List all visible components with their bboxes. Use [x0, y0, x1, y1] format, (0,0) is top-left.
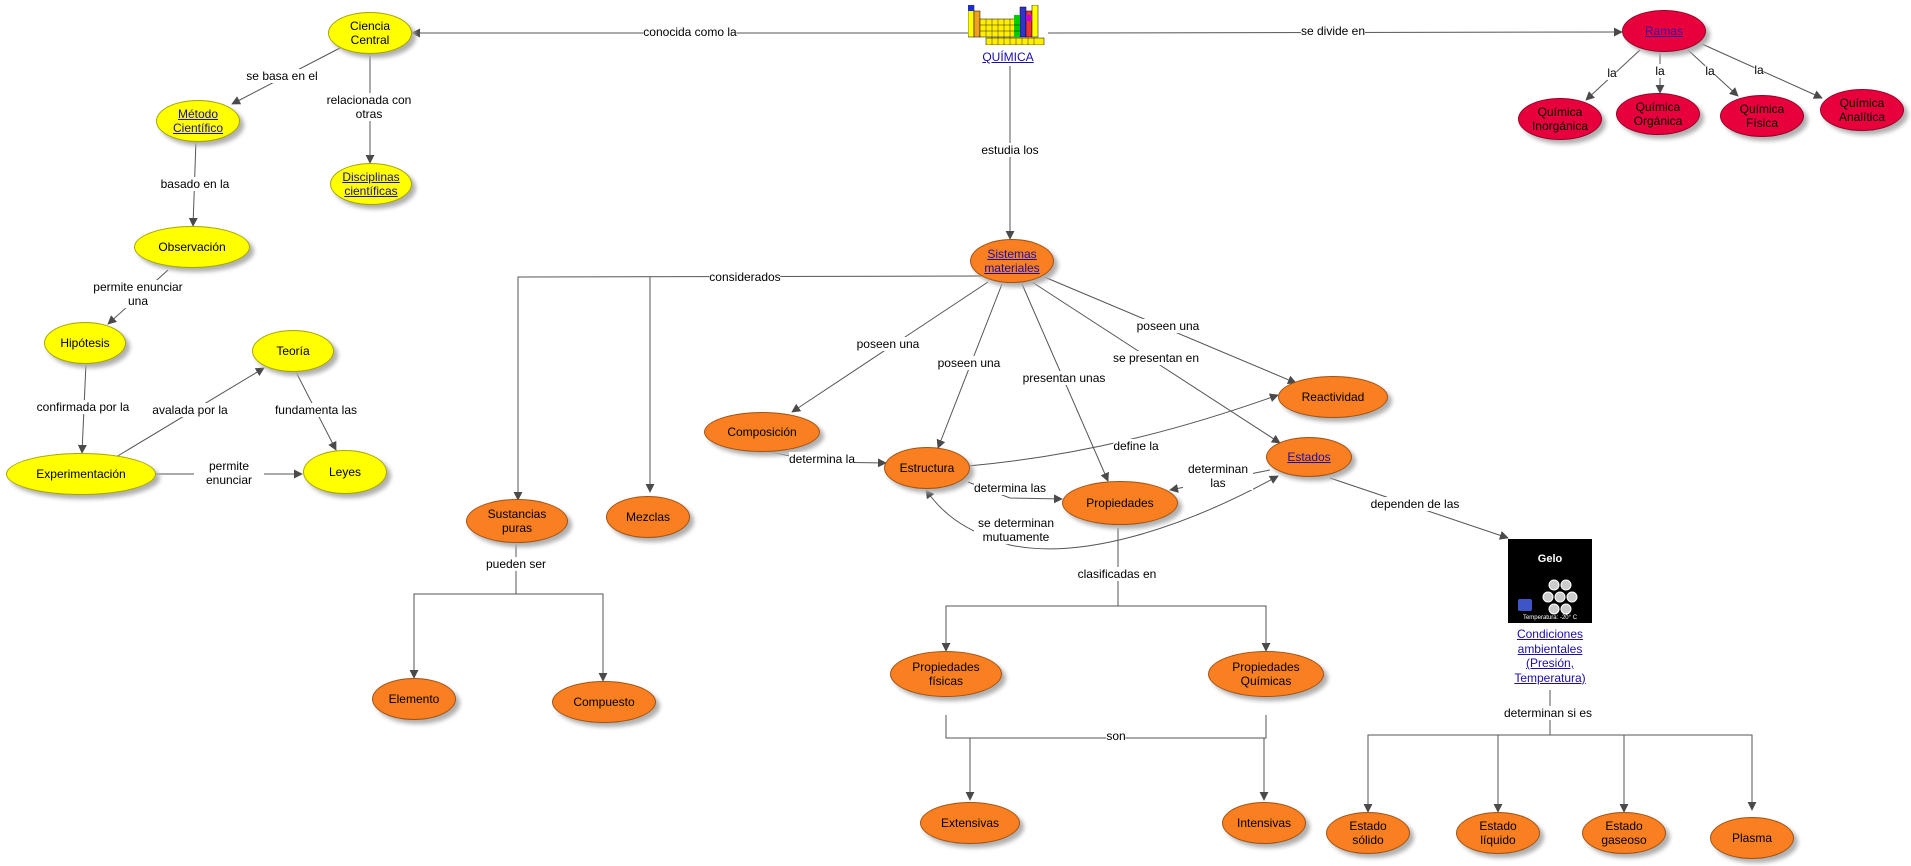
node-composicion[interactable]: Composición [704, 412, 820, 452]
label-determina-la: determina la [788, 452, 856, 466]
node-estado-liquido[interactable]: Estado líquido [1456, 812, 1540, 854]
node-propiedades-fisicas[interactable]: Propiedades físicas [890, 651, 1002, 697]
node-experimentacion[interactable]: Experimentación [6, 453, 156, 495]
edge-sistemas-sustancias [513, 275, 983, 501]
gelo-image[interactable]: Gelo Temperatura: -20° C [1508, 539, 1592, 623]
label-dependen-de-las: dependen de las [1370, 497, 1460, 511]
node-elemento[interactable]: Elemento [372, 678, 456, 720]
node-estados[interactable]: Estados [1266, 437, 1352, 477]
label-confirmada-por-la: confirmada por la [36, 400, 130, 414]
node-quimica-organica[interactable]: Química Orgánica [1616, 93, 1700, 135]
label-define-la: define la [1113, 439, 1159, 453]
label-poseen-una-2: poseen una [937, 356, 1001, 370]
label-presentan-unas: presentan unas [1022, 371, 1106, 385]
node-metodo-cientifico[interactable]: Método Científico [156, 100, 240, 142]
node-ramas[interactable]: Ramas [1622, 10, 1706, 52]
node-intensivas[interactable]: Intensivas [1222, 802, 1306, 844]
edge-propiedades-fisicas [941, 528, 1119, 652]
node-teoria[interactable]: Teoría [252, 330, 334, 372]
node-reactividad[interactable]: Reactividad [1278, 376, 1388, 418]
camera-icon [1518, 599, 1532, 611]
node-hipotesis[interactable]: Hipótesis [44, 322, 126, 364]
edge-estructura-reactividad [967, 393, 1279, 467]
molecules-icon [1542, 579, 1578, 615]
node-extensivas[interactable]: Extensivas [920, 802, 1020, 844]
node-compuesto[interactable]: Compuesto [552, 681, 656, 723]
root-quimica-link[interactable]: QUÍMICA [982, 50, 1034, 64]
edge-quimicas-intensivas [1259, 715, 1269, 801]
edge-condiciones-plasma [1624, 734, 1757, 811]
node-quimica-analitica[interactable]: Química Analítica [1820, 89, 1904, 131]
edge-sustancias-compuesto [516, 593, 608, 682]
edge-propiedades-estructura-curve [925, 475, 1279, 550]
label-fundamenta-las: fundamenta las [274, 403, 358, 417]
edge-propiedades-quimicas [1118, 605, 1271, 652]
edge-condiciones-gaseoso [1550, 734, 1629, 813]
node-mezclas[interactable]: Mezclas [606, 496, 690, 538]
label-la-1: la [1607, 66, 1617, 80]
label-basado-en-la: basado en la [160, 177, 230, 191]
node-estado-gaseoso[interactable]: Estado gaseoso [1582, 812, 1666, 854]
node-quimica-inorganica[interactable]: Química Inorgánica [1518, 98, 1602, 140]
label-avalada-por-la: avalada por la [152, 403, 228, 417]
label-se-determinan-mutuamente: se determinan mutuamente [974, 516, 1058, 544]
label-se-divide-en: se divide en [1300, 24, 1366, 38]
node-plasma[interactable]: Plasma [1710, 817, 1794, 859]
node-quimica-fisica[interactable]: Química Física [1720, 95, 1804, 137]
node-propiedades[interactable]: Propiedades [1062, 481, 1178, 525]
node-sistemas-materiales[interactable]: Sistemas materiales [970, 239, 1054, 283]
node-leyes[interactable]: Leyes [303, 450, 387, 494]
label-son: son [1106, 729, 1126, 743]
label-relacionada-con-otras: relacionada con otras [324, 93, 414, 121]
periodic-table-icon[interactable] [968, 5, 1048, 45]
node-condiciones-ambientales[interactable]: Condiciones ambientales (Presión, Temper… [1514, 627, 1586, 685]
label-la-4: la [1754, 63, 1764, 77]
gelo-title: Gelo [1537, 553, 1563, 565]
node-observacion[interactable]: Observación [134, 226, 250, 268]
label-poseen-una-3: poseen una [1136, 319, 1200, 333]
node-estado-solido[interactable]: Estado sólido [1326, 812, 1410, 854]
label-pueden-ser: pueden ser [485, 557, 547, 571]
node-sustancias-puras[interactable]: Sustancias puras [466, 499, 568, 543]
label-permite-enunciar: permite enunciar [194, 459, 264, 487]
label-determinan-si-es: determinan si es [1503, 706, 1593, 720]
node-propiedades-quimicas[interactable]: Propiedades Químicas [1208, 651, 1324, 697]
label-se-presentan-en: se presentan en [1112, 351, 1200, 365]
label-poseen-una-1: poseen una [856, 337, 920, 351]
node-disciplinas-cientificas[interactable]: Disciplinas científicas [330, 163, 412, 205]
label-la-2: la [1655, 64, 1665, 78]
label-la-3: la [1705, 64, 1715, 78]
label-estudia-los: estudia los [981, 143, 1039, 157]
edge-fisicas-extensivas [945, 715, 975, 801]
label-permite-enunciar-una: permite enunciar una [90, 280, 186, 308]
gelo-caption: Temperatura: -20° C [1522, 615, 1578, 621]
label-considerados: considerados [709, 270, 781, 284]
label-se-basa-en-el: se basa en el [246, 69, 318, 83]
node-ciencia-central[interactable]: Ciencia Central [328, 12, 412, 54]
label-determina-las: determina las [973, 481, 1047, 495]
label-clasificadas-en: clasificadas en [1077, 567, 1157, 581]
label-conocida-como-la: conocida como la [643, 25, 737, 39]
label-determinan-las: determinan las [1183, 462, 1253, 490]
node-estructura[interactable]: Estructura [884, 447, 970, 489]
